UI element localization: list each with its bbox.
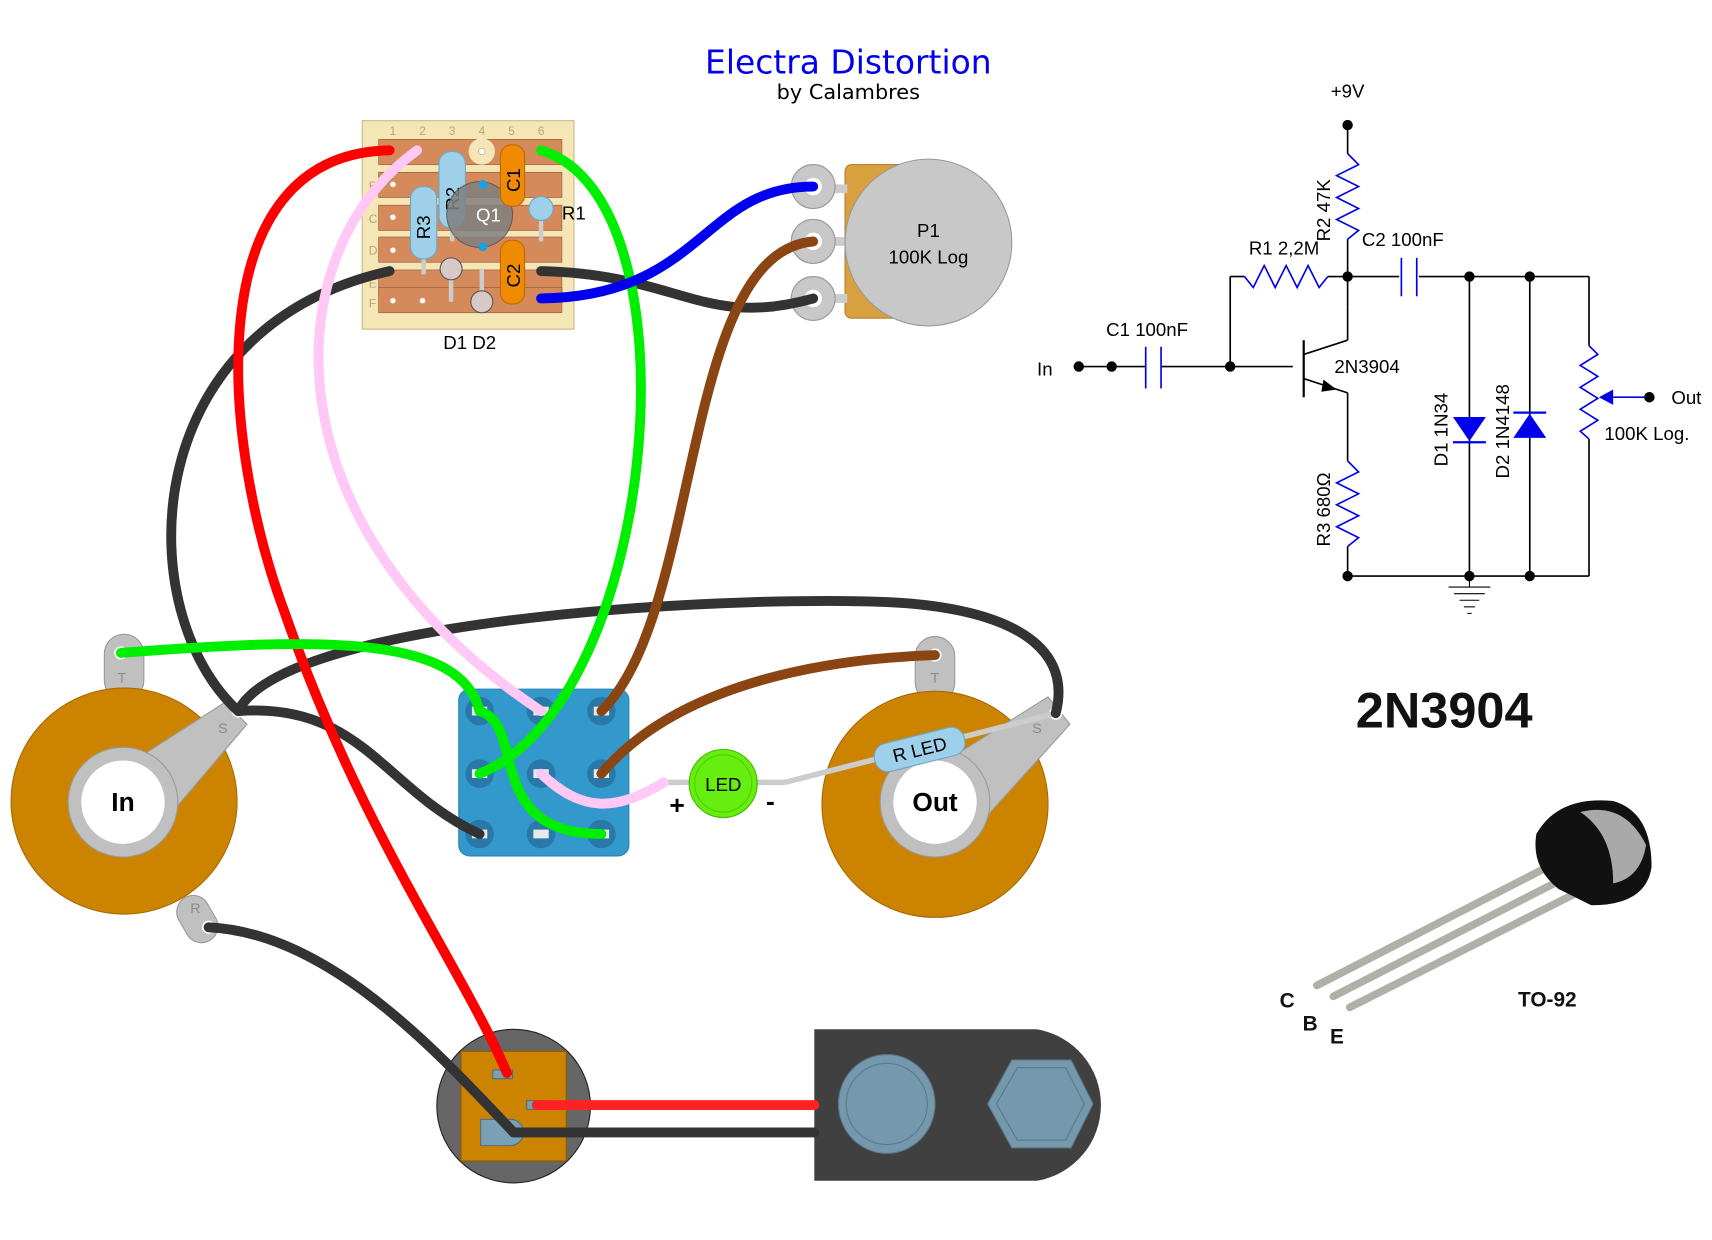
strip-holes xyxy=(390,181,426,304)
wire-blue xyxy=(536,181,819,304)
wire-brown-pot xyxy=(596,236,819,717)
supply-label: +9V xyxy=(1331,81,1365,102)
diagram-subtitle: by Calambres xyxy=(777,80,920,104)
pinout-part-number: 2N3904 xyxy=(1356,682,1533,739)
battery-snap xyxy=(814,1029,1101,1181)
column-numbers: 1 2 3 4 5 6 xyxy=(390,124,545,138)
wire-black-board-to-pot xyxy=(536,266,819,313)
wire-green-input-tip xyxy=(115,639,485,717)
d2-label: D2 1N4148 xyxy=(1492,384,1513,478)
svg-text:4: 4 xyxy=(478,124,485,138)
r1-label: R1 2,2M xyxy=(1249,238,1319,259)
stripboard: 1 2 3 4 5 6 B C D E F xyxy=(361,120,586,353)
lug-t-label: T xyxy=(931,671,940,687)
output-jack-label: Out xyxy=(912,787,958,817)
input-jack: T S R In xyxy=(10,633,248,944)
svg-text:3: 3 xyxy=(449,124,456,138)
d1-label: D1 1N34 xyxy=(1430,393,1451,467)
pin-c-label: C xyxy=(1280,989,1295,1012)
wire-red-power xyxy=(233,145,512,1079)
lug-s-label: S xyxy=(218,721,228,737)
ground-icon xyxy=(1448,576,1491,614)
c1-label: C1 100nF xyxy=(1106,319,1188,340)
diagram-title: Electra Distortion xyxy=(705,43,992,82)
pot-name: P1 xyxy=(917,220,940,241)
resistor-r3: R3 xyxy=(409,186,438,275)
output-jack: T S Out xyxy=(821,635,1071,918)
wire-green-board-to-switch xyxy=(474,145,646,779)
dc-jack xyxy=(436,1028,591,1184)
pin-b-label: B xyxy=(1303,1012,1318,1035)
transistor-q1: Q1 xyxy=(446,179,514,252)
lug-t-label: T xyxy=(118,671,127,687)
pot-schematic-label: 100K Log. xyxy=(1604,423,1689,444)
pot-value: 100K Log xyxy=(889,246,969,267)
wire-pink xyxy=(313,145,546,717)
potentiometer-p1: P1 100K Log xyxy=(790,158,1013,327)
svg-text:5: 5 xyxy=(508,124,515,138)
package-label: TO-92 xyxy=(1518,988,1577,1011)
svg-text:R1: R1 xyxy=(562,202,586,223)
led-minus-label: - xyxy=(766,786,775,816)
r2-label: R2 47K xyxy=(1313,179,1334,242)
svg-text:6: 6 xyxy=(538,124,545,138)
svg-text:2: 2 xyxy=(419,124,426,138)
svg-text:1: 1 xyxy=(390,124,397,138)
resistor-r1: R1 xyxy=(528,195,586,242)
svg-text:D: D xyxy=(369,244,378,258)
svg-text:C2: C2 xyxy=(503,264,524,288)
led-label: LED xyxy=(705,774,741,795)
input-jack-label: In xyxy=(111,787,134,817)
to92-transistor-image xyxy=(1313,800,1652,1012)
svg-text:E: E xyxy=(369,277,377,291)
transistor-label: 2N3904 xyxy=(1334,356,1399,377)
lug-r-label: R xyxy=(190,901,200,917)
diode-d1 xyxy=(439,257,463,302)
wire-black-sleeve-to-switch xyxy=(233,705,485,839)
output-label: Out xyxy=(1671,387,1702,408)
svg-text:F: F xyxy=(369,296,376,310)
r3-label: R3 680Ω xyxy=(1313,472,1334,546)
svg-text:Q1: Q1 xyxy=(476,205,501,226)
svg-text:C: C xyxy=(369,212,378,226)
diode-d2 xyxy=(470,268,494,314)
led-plus-label: + xyxy=(669,790,684,820)
wire-black-jack-sleeve-loop xyxy=(233,596,1064,719)
wire-black-input-sleeve-to-board xyxy=(166,266,395,717)
svg-text:R3: R3 xyxy=(413,215,434,239)
wire-pink-led xyxy=(536,768,669,809)
wire-black-ring-to-dcjack xyxy=(203,922,519,1138)
wires xyxy=(115,145,1064,1138)
wire-brown-output-tip xyxy=(596,650,940,779)
input-label: In xyxy=(1037,358,1053,379)
schematic: +9V R2 47K C2 100nF R1 2,2M In C1 100nF … xyxy=(1037,81,1702,614)
wire-green-switch-jumper xyxy=(474,706,607,839)
diode-caption: D1 D2 xyxy=(443,332,496,353)
strip-f xyxy=(378,287,563,314)
led: LED + - R LED xyxy=(663,710,1057,820)
svg-text:C1: C1 xyxy=(503,168,524,192)
capacitor-c1: C1 xyxy=(499,144,526,207)
pinout: 2N3904 C B E TO-92 xyxy=(1280,682,1652,1049)
lug-s-label: S xyxy=(1032,721,1042,737)
pin-e-label: E xyxy=(1330,1026,1344,1049)
c2-label: C2 100nF xyxy=(1362,229,1444,250)
capacitor-c2: C2 xyxy=(499,239,526,305)
